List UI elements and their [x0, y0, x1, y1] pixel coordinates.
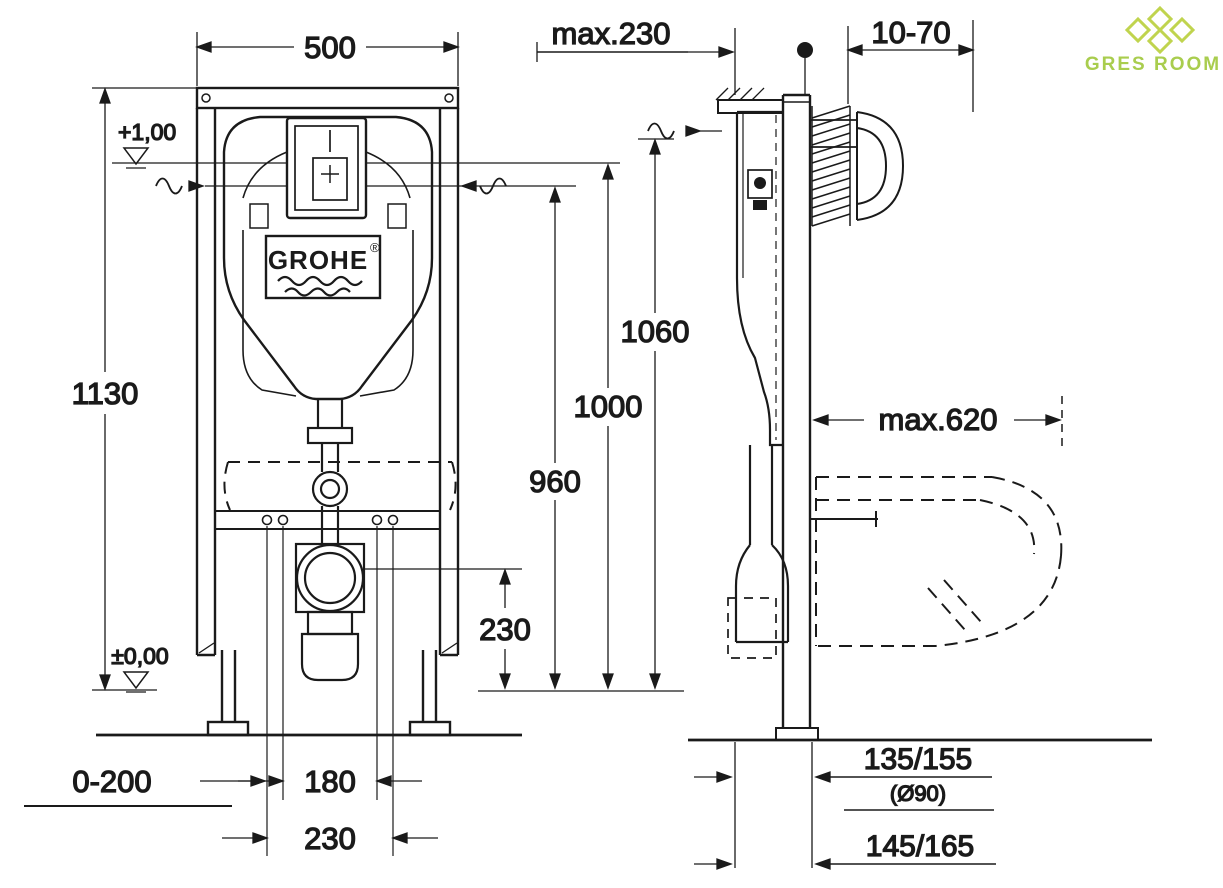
squiggle-arrow-icon [479, 177, 507, 195]
squiggle-arrow-icon [155, 177, 183, 195]
arrow-icon [716, 858, 733, 870]
arrow-icon [812, 414, 829, 426]
frame-screw-right [444, 93, 454, 103]
reference-dot-icon [797, 42, 813, 58]
arrow-icon [99, 674, 111, 691]
frame-width-label: 500 [304, 30, 356, 65]
outlet-offset-b-label: 145/165 [866, 830, 974, 863]
max-depth-label: max.230 [552, 16, 671, 51]
height-dimensions: 960 1000 1060 230 [363, 138, 690, 692]
arrow-icon [188, 180, 205, 192]
frame-top-bar [195, 86, 460, 110]
grohe-brand-text: GROHE [268, 245, 368, 275]
arrow-icon [499, 568, 511, 585]
flush-bend-fitting [311, 470, 349, 508]
fixing-bolt [387, 514, 399, 526]
floor-lines [96, 733, 1152, 742]
registered-mark: ® [370, 240, 380, 255]
arrow-icon [716, 771, 733, 783]
wall-thickness-label: 10-70 [871, 15, 950, 50]
front-frame [195, 86, 460, 737]
arrow-icon [846, 44, 863, 56]
arrow-icon [375, 775, 392, 787]
side-frame [715, 87, 878, 741]
fixing-bolt [371, 514, 383, 526]
height-1000-label: 1000 [574, 389, 643, 424]
frame-screw-left [201, 93, 211, 103]
squiggle-arrow-icon [647, 122, 675, 140]
arrow-icon [268, 775, 285, 787]
arrow-icon [602, 673, 614, 690]
arrow-icon [195, 41, 212, 53]
watermark-text: GRES ROOM [1085, 54, 1221, 75]
fixing-230-label: 230 [304, 821, 356, 856]
arrow-icon [252, 832, 269, 844]
gresroom-watermark: GRES ROOM [1085, 5, 1221, 75]
side-cistern-outline [735, 110, 783, 447]
max-bowl-depth-label: max.620 [879, 402, 998, 437]
grohe-logo-box [264, 234, 382, 300]
arrow-icon [649, 138, 661, 155]
outlet-height-label: 230 [479, 612, 531, 647]
frame-height-label: 1130 [72, 376, 139, 411]
fixing-bolt [261, 514, 273, 526]
arrow-icon [685, 125, 702, 137]
arrow-icon [1045, 414, 1062, 426]
arrow-icon [958, 44, 975, 56]
fixing-180-label: 180 [304, 764, 356, 799]
outlet-circle [295, 543, 365, 613]
arrow-icon [602, 163, 614, 180]
wall-hatch-icon [811, 105, 851, 227]
flush-plate-front [285, 116, 368, 220]
outlet-offset-a-label: 135/155 [864, 743, 972, 776]
arrow-icon [814, 771, 831, 783]
arrow-icon [549, 186, 561, 203]
fill-valve [747, 169, 773, 199]
level-marker-icon [122, 671, 150, 690]
arrow-icon [499, 673, 511, 690]
grohe-wave-icon [284, 287, 351, 297]
side-wall-and-plate [811, 105, 905, 227]
arrow-icon [649, 673, 661, 690]
arrow-icon [391, 832, 408, 844]
side-dimensions: max.230 10-70 max.620 135/155 (Ø90) [536, 14, 1063, 870]
outlet-diameter-label: (Ø90) [890, 781, 946, 806]
arrow-icon [99, 87, 111, 104]
level-plus-label: +1,00 [118, 119, 176, 145]
level-marker-icon [122, 147, 150, 166]
level-zero-label: ±0,00 [111, 643, 168, 669]
arrow-icon [443, 41, 460, 53]
ceramic-plane-dashed [223, 461, 457, 511]
height-960-label: 960 [529, 464, 581, 499]
cistern-clip-right [387, 203, 407, 229]
outlet-elbow [300, 632, 360, 682]
diamond-logo-icon [1124, 5, 1196, 55]
height-1060-label: 1060 [621, 314, 690, 349]
wall-bracket [715, 87, 784, 114]
arrow-icon [460, 180, 477, 192]
wc-bowl-dashed [815, 476, 1063, 647]
front-drain-assembly [223, 399, 457, 682]
cistern-clip-left [249, 203, 269, 229]
frame-feet [206, 650, 452, 737]
grohe-logo: GROHE ® [264, 234, 382, 300]
flush-plate-side [856, 111, 905, 221]
arrow-icon [549, 673, 561, 690]
grohe-wave-icon [277, 275, 363, 287]
fixing-bolt [277, 514, 289, 526]
front-dimensions: 500 1130 +1,00 ±0,00 0-200 [24, 29, 620, 857]
foot-adjustment-label: 0-200 [72, 764, 151, 799]
outlet-dashed-box [727, 597, 777, 659]
arrow-icon [718, 46, 735, 58]
arrow-icon [814, 858, 831, 870]
